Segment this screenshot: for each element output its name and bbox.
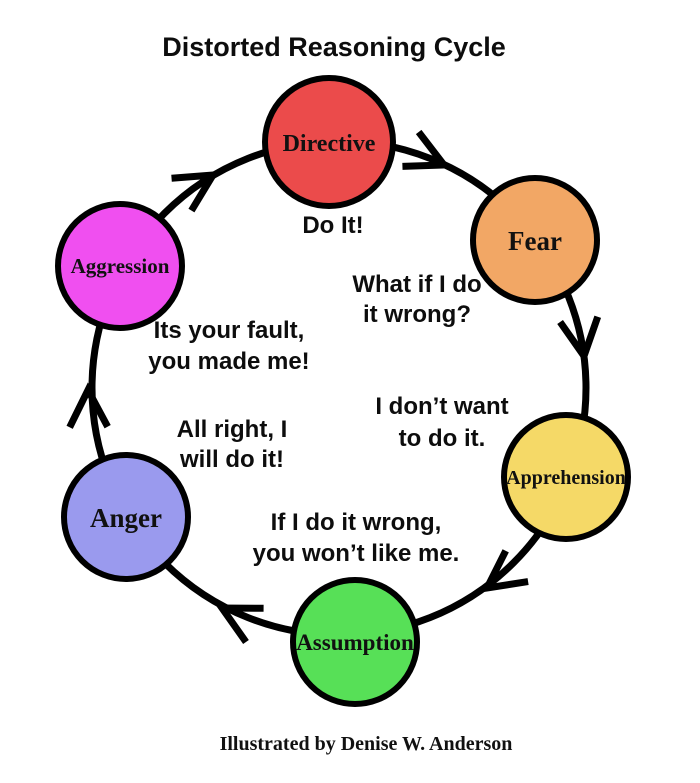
aggression-label: Aggression (71, 254, 170, 278)
assumption-label: Assumption (296, 630, 414, 655)
node-directive: Directive (262, 75, 396, 209)
phrase-line: it wrong? (363, 301, 471, 328)
node-anger: Anger (61, 452, 191, 582)
phrase-your-fault: Its your fault, you made me! (148, 317, 309, 375)
aggression-circle (55, 201, 185, 331)
phrase-line: If I do it wrong, (271, 509, 442, 536)
arrow-assumption-to-anger-icon (215, 604, 264, 644)
directive-circle (262, 75, 396, 209)
node-apprehension: Apprehension (501, 412, 631, 542)
arrow-aggression-to-directive-icon (171, 170, 220, 213)
phrase-line: you made me! (148, 348, 309, 375)
page-title: Distorted Reasoning Cycle (162, 32, 506, 62)
arrow-anger-to-aggression-icon (66, 382, 111, 429)
phrase-wont-like-me: If I do it wrong, you won’t like me. (253, 509, 460, 567)
assumption-circle (290, 577, 420, 707)
cycle-arrows (66, 129, 602, 644)
phrase-do-it: Do It! (302, 212, 363, 239)
phrase-all-right: All right, I will do it! (177, 416, 288, 473)
arrow-directive-to-fear-icon (402, 129, 451, 170)
phrase-line: Its your fault, (154, 317, 305, 344)
fear-label: Fear (508, 226, 562, 256)
directive-label: Directive (283, 131, 376, 157)
phrase-line: What if I do (352, 271, 481, 298)
anger-label: Anger (90, 503, 162, 533)
phrase-line: will do it! (179, 446, 284, 473)
phrase-line: to do it. (399, 425, 486, 452)
apprehension-label: Apprehension (506, 467, 626, 489)
arrow-fear-to-apprehension-icon (557, 315, 602, 364)
phrase-line: Do It! (302, 212, 363, 239)
arrow-apprehension-to-assumption-icon (480, 549, 529, 593)
node-aggression: Aggression (55, 201, 185, 331)
phrase-line: I don’t want (375, 393, 508, 420)
phrase-dont-want: I don’t want to do it. (375, 393, 508, 452)
node-fear: Fear (470, 175, 600, 305)
node-assumption: Assumption (290, 577, 420, 707)
phrase-what-if-wrong: What if I do it wrong? (352, 271, 481, 328)
phrase-line: All right, I (177, 416, 288, 443)
fear-circle (470, 175, 600, 305)
credit-text: Illustrated by Denise W. Anderson (220, 733, 513, 755)
phrase-line: you won’t like me. (253, 540, 460, 567)
anger-circle (61, 452, 191, 582)
apprehension-circle (501, 412, 631, 542)
